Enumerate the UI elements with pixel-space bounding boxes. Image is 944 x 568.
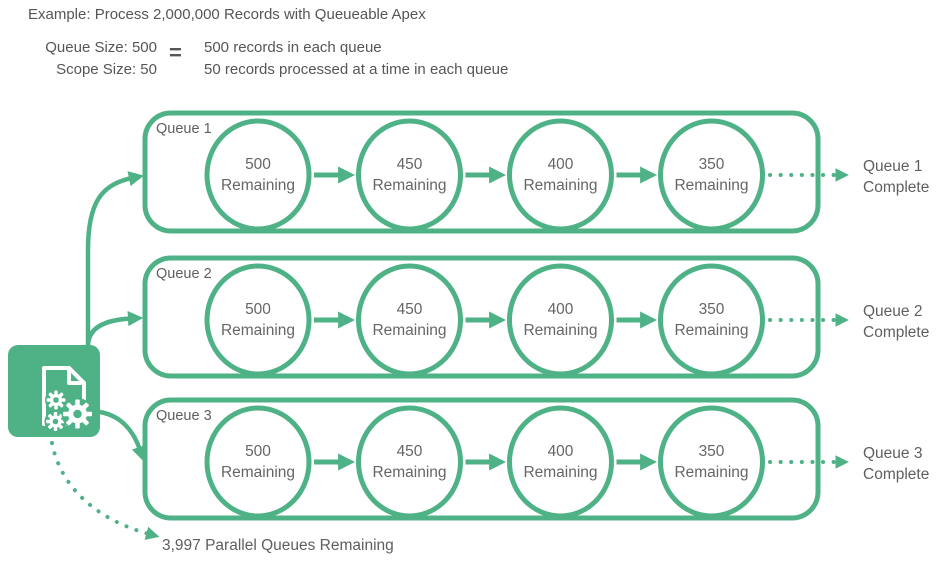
parallel-queues-remaining-label: 3,997 Parallel Queues Remaining bbox=[162, 537, 394, 554]
step-value: 400 bbox=[548, 301, 574, 318]
step-value: 350 bbox=[699, 301, 725, 318]
queue-complete-label-line: Complete bbox=[863, 466, 929, 483]
step-value: 500 bbox=[245, 443, 271, 460]
step-value: 400 bbox=[548, 156, 574, 173]
fan-out-arrow-queue-1 bbox=[85, 171, 145, 349]
step-circle bbox=[204, 118, 312, 232]
legend-scope-size: Scope Size: 50 bbox=[56, 61, 157, 78]
legend-queue-size: Queue Size: 500 bbox=[45, 39, 157, 56]
step-word: Remaining bbox=[221, 177, 295, 194]
step-circle bbox=[204, 405, 312, 519]
step-circle bbox=[507, 263, 614, 377]
step-word: Remaining bbox=[523, 464, 597, 481]
queue-label: Queue 1 bbox=[156, 121, 212, 137]
step-circle bbox=[204, 263, 312, 377]
legend-scope-size-meaning: 50 records processed at a time in each q… bbox=[204, 61, 509, 78]
gear-hole bbox=[52, 418, 59, 425]
step-value: 500 bbox=[245, 301, 271, 318]
queue-complete-label-line: Queue 3 bbox=[863, 445, 922, 462]
step-value: 500 bbox=[245, 156, 271, 173]
queue-complete-label-line: Queue 1 bbox=[863, 158, 922, 175]
fan-out-arrow-queue-3 bbox=[97, 409, 147, 462]
queue-label: Queue 2 bbox=[156, 266, 212, 282]
step-word: Remaining bbox=[674, 177, 748, 194]
document-fold-corner bbox=[67, 366, 86, 385]
gear-hole bbox=[73, 409, 82, 419]
page-title: Example: Process 2,000,000 Records with … bbox=[28, 6, 426, 23]
queue-complete-label-line: Complete bbox=[863, 179, 929, 196]
step-word: Remaining bbox=[372, 322, 446, 339]
legend-left-column: Queue Size: 500 Scope Size: 50 bbox=[20, 37, 157, 81]
parallel-queues-dotted-arrow bbox=[50, 441, 160, 540]
queue-label: Queue 3 bbox=[156, 408, 212, 424]
step-value: 450 bbox=[397, 301, 423, 318]
queue-complete-label-line: Complete bbox=[863, 324, 929, 341]
gear-hole bbox=[53, 397, 59, 403]
step-word: Remaining bbox=[523, 177, 597, 194]
large-gear bbox=[61, 398, 94, 430]
step-value: 350 bbox=[699, 156, 725, 173]
equals-sign: = bbox=[169, 40, 182, 65]
step-value: 400 bbox=[548, 443, 574, 460]
step-value: 350 bbox=[699, 443, 725, 460]
step-circle bbox=[507, 118, 614, 232]
document-gears-icon bbox=[8, 345, 100, 437]
fan-out-arrow-queue-2 bbox=[85, 311, 144, 349]
step-word: Remaining bbox=[221, 464, 295, 481]
step-circle bbox=[356, 405, 463, 519]
legend-right-column: 500 records in each queue 50 records pro… bbox=[204, 37, 508, 81]
step-circle bbox=[507, 405, 614, 519]
step-word: Remaining bbox=[523, 322, 597, 339]
step-value: 450 bbox=[397, 443, 423, 460]
step-circle bbox=[356, 263, 463, 377]
step-word: Remaining bbox=[372, 177, 446, 194]
step-word: Remaining bbox=[674, 464, 748, 481]
step-value: 450 bbox=[397, 156, 423, 173]
queue-box bbox=[142, 397, 821, 521]
step-circle bbox=[356, 118, 463, 232]
step-circle bbox=[658, 263, 765, 377]
small-gear-bottom bbox=[44, 410, 67, 433]
queue-box bbox=[142, 110, 821, 234]
step-circle bbox=[658, 405, 765, 519]
step-circle bbox=[658, 118, 765, 232]
step-word: Remaining bbox=[372, 464, 446, 481]
queue-complete-label-line: Queue 2 bbox=[863, 303, 922, 320]
step-word: Remaining bbox=[674, 322, 748, 339]
step-word: Remaining bbox=[221, 322, 295, 339]
legend-queue-size-meaning: 500 records in each queue bbox=[204, 39, 382, 56]
queue-box bbox=[142, 255, 821, 379]
small-gear-top bbox=[45, 389, 67, 411]
